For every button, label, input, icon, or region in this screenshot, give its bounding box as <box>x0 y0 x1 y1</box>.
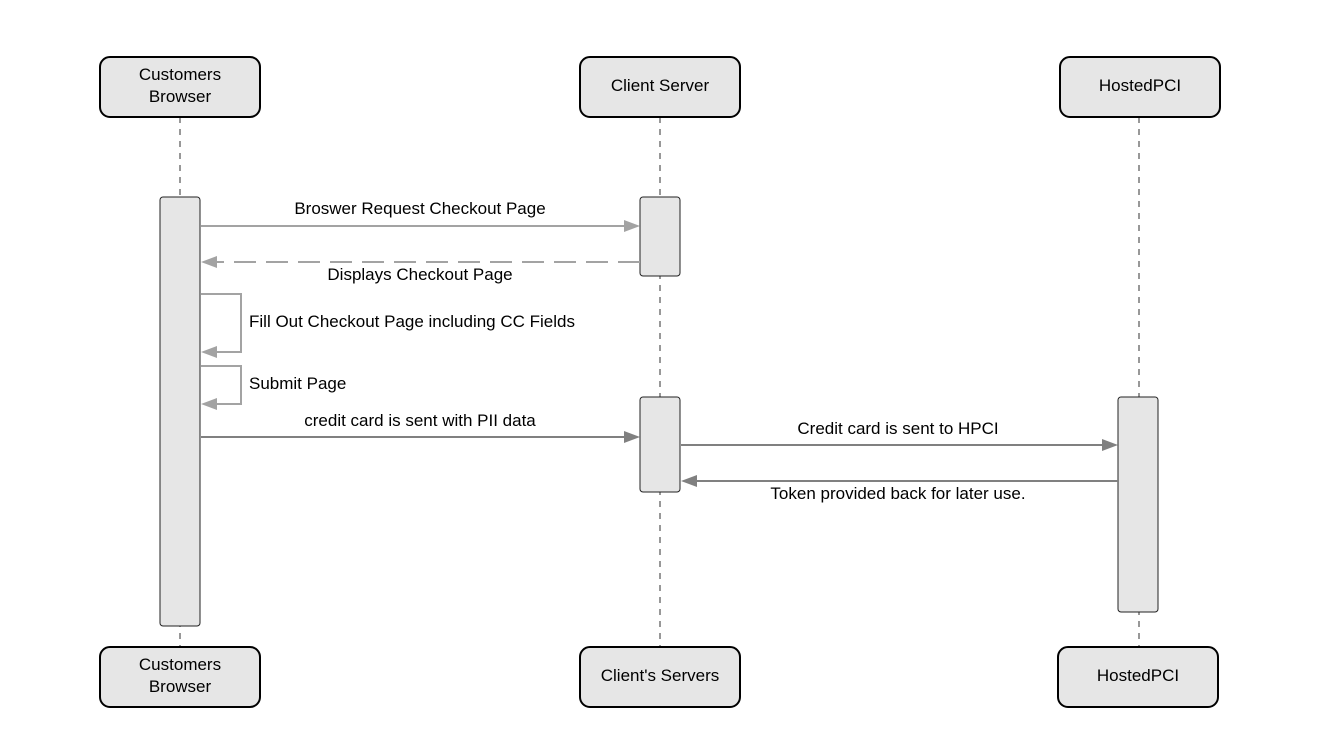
message-credit-card-to-hpci: Credit card is sent to HPCI <box>681 419 1118 451</box>
actor-label: HostedPCI <box>1097 666 1179 685</box>
actor-label-line-1: Customers <box>139 65 221 84</box>
actor-label: Client Server <box>611 76 710 95</box>
message-credit-card-with-pii: credit card is sent with PII data <box>201 411 640 443</box>
message-label: credit card is sent with PII data <box>304 411 536 430</box>
message-label: Fill Out Checkout Page including CC Fiel… <box>249 312 575 331</box>
message-label: Token provided back for later use. <box>770 484 1025 503</box>
actor-label: Client's Servers <box>601 666 720 685</box>
actor-label: HostedPCI <box>1099 76 1181 95</box>
activation-server-2 <box>639 396 681 493</box>
actor-label-line-2: Browser <box>149 87 212 106</box>
message-submit-page: Submit Page <box>201 365 346 410</box>
message-label: Submit Page <box>249 374 346 393</box>
message-token-provided-back: Token provided back for later use. <box>681 475 1118 503</box>
message-label: Displays Checkout Page <box>327 265 512 284</box>
actor-hostedpci-top: HostedPCI <box>1059 56 1221 118</box>
actor-client-server-top: Client Server <box>579 56 741 118</box>
activation-server-1 <box>639 196 681 277</box>
activation-browser <box>159 196 201 627</box>
message-request-checkout-page: Broswer Request Checkout Page <box>201 199 640 232</box>
actor-customers-browser-bottom: Customers Browser <box>99 646 261 708</box>
actor-customers-browser-top: Customers Browser <box>99 56 261 118</box>
message-label: Credit card is sent to HPCI <box>797 419 998 438</box>
activation-hpci <box>1117 396 1159 613</box>
actor-label-line-1: Customers <box>139 655 221 674</box>
message-displays-checkout-page: Displays Checkout Page <box>201 256 640 284</box>
actor-label-line-2: Browser <box>149 677 212 696</box>
message-label: Broswer Request Checkout Page <box>294 199 545 218</box>
actor-hostedpci-bottom: HostedPCI <box>1057 646 1219 708</box>
message-fill-out-checkout-page: Fill Out Checkout Page including CC Fiel… <box>201 293 575 358</box>
actor-clients-servers-bottom: Client's Servers <box>579 646 741 708</box>
